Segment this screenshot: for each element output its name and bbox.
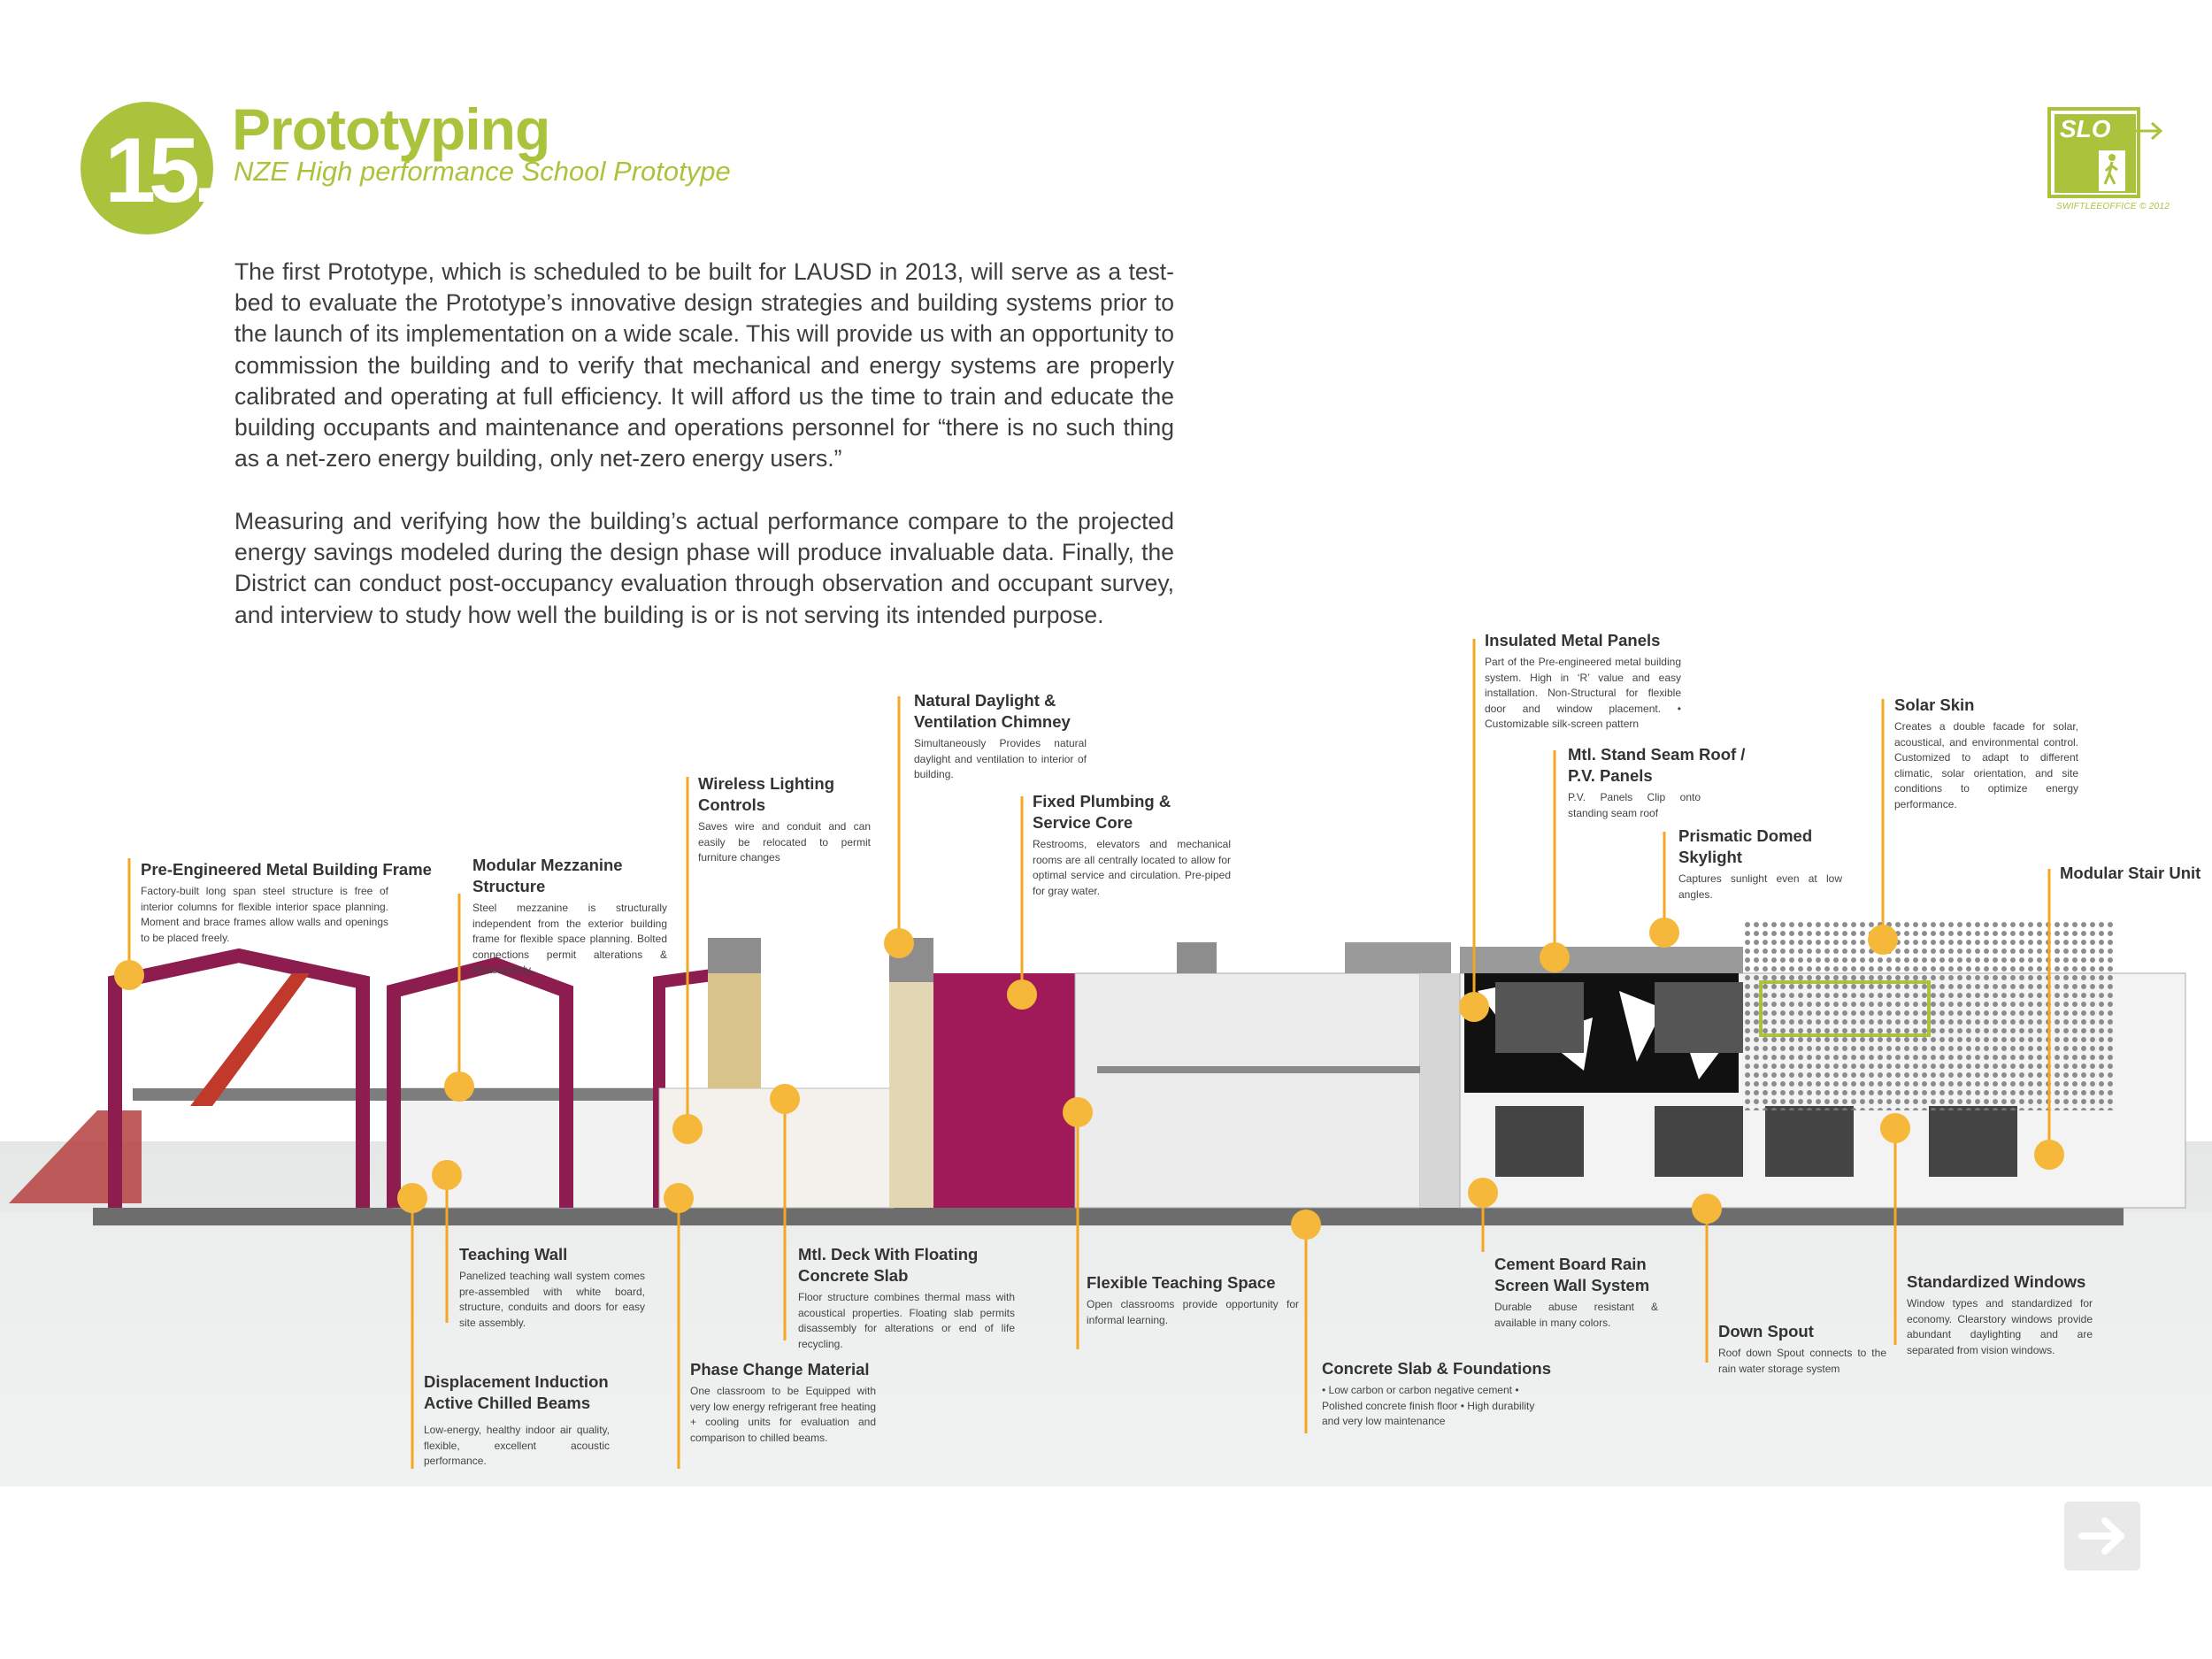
callout-title: Pre-Engineered Metal Building Frame	[141, 860, 432, 879]
callout-flexible-teaching-space: Flexible Teaching Space Open classrooms …	[1087, 1272, 1299, 1328]
evaluation-paragraph: Measuring and verifying how the building…	[234, 508, 1174, 628]
logo-brand-text: SWIFTLEEOFFICE © 2012	[2056, 202, 2170, 211]
slo-logo-text: SLO	[2060, 115, 2111, 142]
callout-title: Insulated Metal Panels	[1485, 631, 1661, 649]
callout-title: Mtl. Deck With Floating Concrete Slab	[798, 1245, 979, 1285]
callout-desc: Part of the Pre-engineered metal buildin…	[1485, 656, 1681, 730]
callout-title: Fixed Plumbing & Service Core	[1033, 792, 1171, 832]
callout-title: Mtl. Stand Seam Roof / P.V. Panels	[1568, 745, 1746, 785]
section-number-badge	[81, 102, 213, 234]
callout-mezzanine: Modular Mezzanine Structure Steel mezzan…	[472, 855, 667, 979]
callout-title: Solar Skin	[1894, 695, 1975, 714]
callout-desc: Low-energy, healthy indoor air quality, …	[424, 1424, 610, 1467]
callout-title: Displacement Induction Active Chilled Be…	[424, 1372, 609, 1412]
callout-desc: Restrooms, elevators and mechanical room…	[1033, 838, 1231, 897]
callout-title: Down Spout	[1718, 1322, 1814, 1340]
callout-desc: Durable abuse resistant & available in m…	[1494, 1301, 1658, 1329]
callout-desc: Factory-built long span steel structure …	[141, 885, 388, 944]
callout-desc: Captures sunlight even at low angles.	[1678, 872, 1842, 901]
walking-person-icon	[2099, 150, 2125, 191]
callout-concrete-slab: Concrete Slab & Foundations • Low carbon…	[1322, 1358, 1578, 1430]
building-section-diagram	[0, 639, 2212, 1486]
callout-standing-seam-roof: Mtl. Stand Seam Roof / P.V. Panels P.V. …	[1568, 744, 1771, 821]
intro-paragraph: The first Prototype, which is scheduled …	[234, 258, 1174, 472]
callout-title: Modular Stair Unit	[2060, 864, 2201, 882]
callout-title: Wireless Lighting Controls	[698, 774, 835, 814]
callout-standardized-windows: Standardized Windows Window types and st…	[1907, 1271, 2093, 1358]
callout-chilled-beams: Displacement Induction Active Chilled Be…	[424, 1371, 627, 1470]
callout-desc: Floor structure combines thermal mass wi…	[798, 1291, 1015, 1350]
callout-title: Teaching Wall	[459, 1245, 568, 1263]
callout-title: Cement Board Rain Screen Wall System	[1494, 1255, 1650, 1294]
callout-teaching-wall: Teaching Wall Panelized teaching wall sy…	[459, 1244, 645, 1331]
callout-metal-deck: Mtl. Deck With Floating Concrete Slab Fl…	[798, 1244, 1015, 1352]
callout-title: Modular Mezzanine Structure	[472, 856, 623, 895]
callout-title: Phase Change Material	[690, 1360, 870, 1379]
callout-desc: One classroom to be Equipped with very l…	[690, 1385, 876, 1444]
callout-desc: Saves wire and conduit and can easily be…	[698, 820, 871, 864]
callout-stair-unit: Modular Stair Unit	[2060, 863, 2210, 884]
callout-desc: Open classrooms provide opportunity for …	[1087, 1298, 1299, 1326]
callout-down-spout: Down Spout Roof down Spout connects to t…	[1718, 1321, 1886, 1377]
arrow-right-icon[interactable]	[2064, 1502, 2140, 1571]
callout-title: Concrete Slab & Foundations	[1322, 1359, 1552, 1378]
callout-wireless-lighting: Wireless Lighting Controls Saves wire an…	[698, 773, 871, 866]
arrow-right-icon	[2134, 121, 2163, 141]
callout-title: Natural Daylight & Ventilation Chimney	[914, 691, 1071, 731]
callout-plumbing-core: Fixed Plumbing & Service Core Restrooms,…	[1033, 791, 1231, 899]
page-subtitle: NZE High performance School Prototype	[234, 156, 731, 187]
callout-title: Prismatic Domed Skylight	[1678, 826, 1813, 866]
callout-daylight-chimney: Natural Daylight & Ventilation Chimney S…	[914, 690, 1087, 783]
callout-rain-screen-wall: Cement Board Rain Screen Wall System Dur…	[1494, 1254, 1658, 1331]
callout-prismatic-skylight: Prismatic Domed Skylight Captures sunlig…	[1678, 826, 1855, 902]
callout-desc: Panelized teaching wall system comes pre…	[459, 1270, 645, 1329]
callout-desc: P.V. Panels Clip onto standing seam roof	[1568, 791, 1701, 819]
callout-desc: Simultaneously Provides natural daylight…	[914, 737, 1087, 780]
callout-desc: Creates a double facade for solar, acous…	[1894, 720, 2078, 810]
callout-desc: Window types and standardized for econom…	[1907, 1297, 2093, 1356]
section-number: 15.	[104, 119, 219, 222]
callout-title: Standardized Windows	[1907, 1272, 2086, 1291]
callout-desc: • Low carbon or carbon negative cement •…	[1322, 1384, 1535, 1427]
callout-metal-building-frame: Pre-Engineered Metal Building Frame Fact…	[141, 859, 446, 946]
callout-desc: Steel mezzanine is structurally independ…	[472, 902, 667, 976]
callout-desc: Roof down Spout connects to the rain wat…	[1718, 1347, 1886, 1375]
page-title: Prototyping	[232, 96, 550, 162]
callout-phase-change-material: Phase Change Material One classroom to b…	[690, 1359, 876, 1446]
callout-title: Flexible Teaching Space	[1087, 1273, 1276, 1292]
callout-solar-skin: Solar Skin Creates a double facade for s…	[1894, 695, 2078, 812]
callout-insulated-panels: Insulated Metal Panels Part of the Pre-e…	[1485, 630, 1681, 733]
